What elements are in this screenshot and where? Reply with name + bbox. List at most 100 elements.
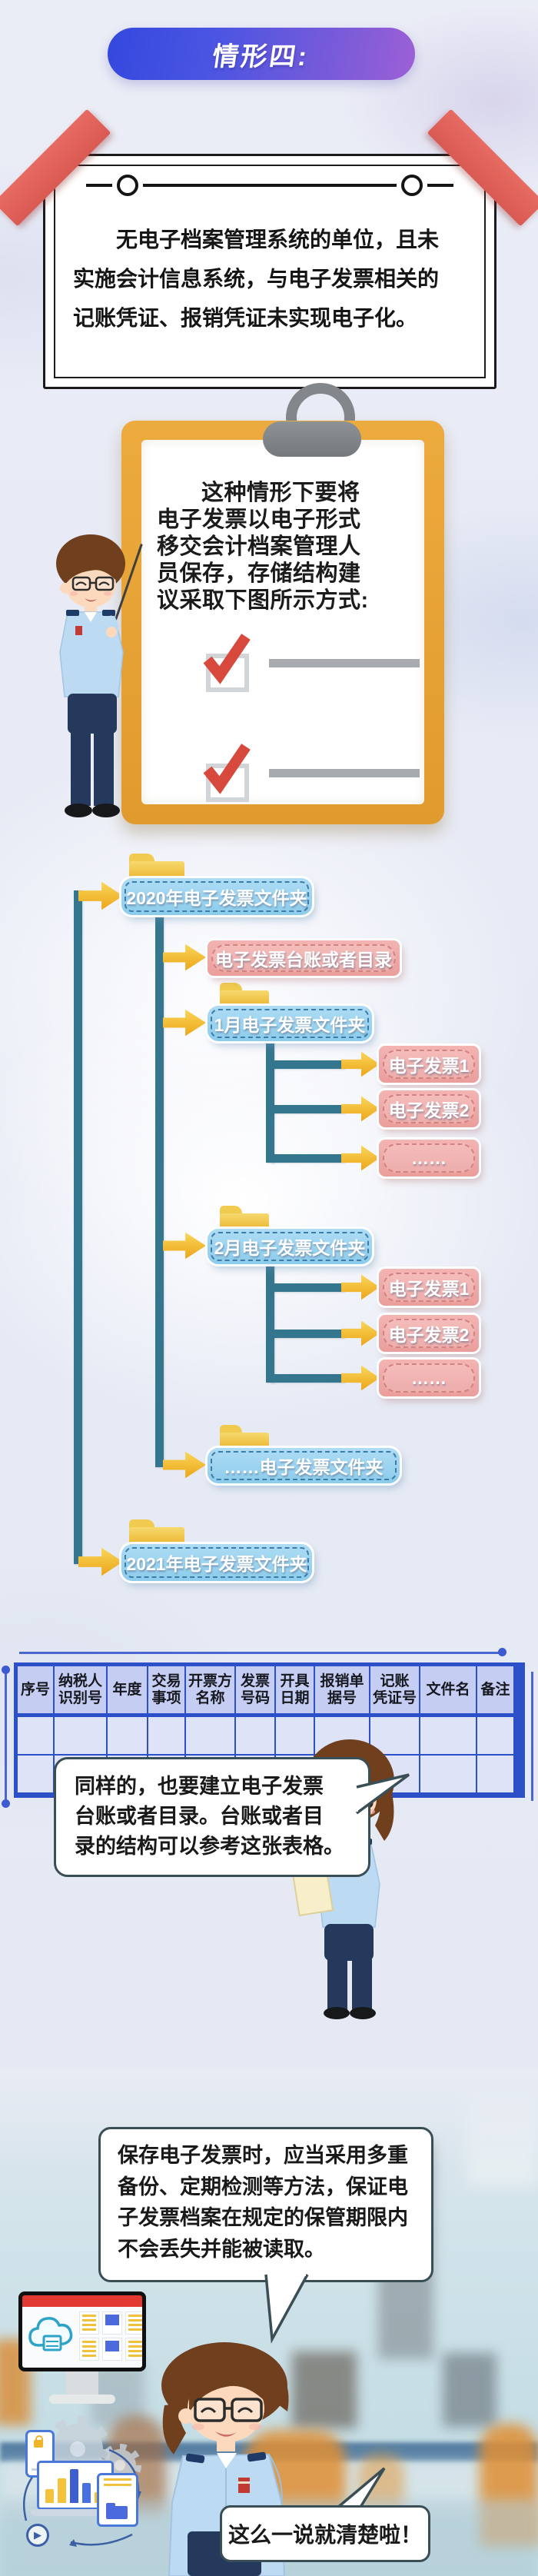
table-right-line — [531, 1672, 533, 1801]
table-header-cell: 开票方 名称 — [186, 1666, 234, 1716]
table-top-line — [19, 1652, 500, 1654]
monitor-silhouette — [443, 2353, 496, 2427]
table-empty-cell — [477, 1756, 513, 1792]
tree-line-level3a — [266, 1040, 274, 1163]
table-header-cell: 纳税人 识别号 — [55, 1666, 106, 1716]
laptop-base — [31, 2509, 120, 2516]
tree-line-level2 — [155, 914, 164, 1467]
clipboard-text: 这种情形下要将 电子发票以电子形式 移交会计档案管理人 员保存，存储结构建 议采… — [157, 481, 369, 613]
table-header-cell: 备注 — [477, 1666, 513, 1716]
clipboard-paper — [141, 440, 424, 804]
tree-connector — [271, 1374, 344, 1383]
document-tile — [102, 2311, 122, 2335]
checklist-placeholder-line — [269, 769, 420, 777]
tax-officer-pointer — [56, 534, 125, 817]
table-empty-cell — [148, 1717, 184, 1754]
table-header-cell: 年度 — [108, 1666, 147, 1716]
folder-icon — [106, 2503, 128, 2519]
table-empty-cell — [18, 1756, 53, 1792]
speech-bubble-text: 这么一说就清楚啦！ — [227, 2523, 422, 2547]
folder-icon — [220, 1425, 269, 1449]
folder-icon — [129, 854, 184, 880]
table-header-cell: 开具 日期 — [276, 1666, 314, 1716]
tree-node-invoice2: 电子发票2 — [379, 1315, 479, 1352]
tree-line-level3b — [266, 1263, 274, 1383]
speech-bubble-text: 保存电子发票时，应当采用多重 备份、定期检测等方法，保证电 子发票档案在规定的保… — [118, 2144, 408, 2261]
tree-node-invoice2: 电子发票2 — [379, 1090, 479, 1127]
document-tile — [79, 2338, 99, 2361]
cloud-archive-monitor — [18, 2291, 146, 2371]
dash-segment — [86, 184, 112, 187]
line-end-dot — [2, 1666, 10, 1674]
tree-connector — [271, 1105, 344, 1113]
circle-ornament — [117, 175, 138, 196]
card-decorative-line — [45, 175, 494, 196]
lock-icon — [34, 2435, 43, 2448]
tree-node-ledger: 电子发票台账或者目录 — [208, 940, 400, 976]
tablet-folder-icon — [97, 2473, 138, 2527]
tree-line-level1 — [74, 890, 82, 1564]
table-empty-cell — [477, 1717, 513, 1754]
table-empty-cell — [276, 1717, 314, 1754]
intro-card: 无电子档案管理系统的单位，且未 实施会计信息系统，与电子发票相关的 记账凭证、报… — [43, 154, 496, 389]
dash-segment — [427, 184, 453, 187]
table-header-cell: 发票 号码 — [236, 1666, 274, 1716]
monitor-stand — [66, 2370, 98, 2396]
tree-node-invoice1: 电子发票1 — [379, 1046, 479, 1083]
table-empty-cell — [420, 1717, 476, 1754]
document-tile — [102, 2338, 122, 2361]
play-button-icon: ▶ — [26, 2524, 49, 2547]
tree-connector — [271, 1283, 344, 1292]
speech-bubble-text: 同样的，也要建立电子发票 台账或者目录。台账或者目 录的结构可以参考这张表格。 — [75, 1775, 344, 1859]
document-tile — [79, 2311, 99, 2335]
speech-bubble-tail — [335, 2467, 386, 2510]
checklist-placeholder-line — [269, 659, 420, 667]
tree-node-feb-folder: 2月电子发票文件夹 — [208, 1229, 372, 1264]
section-badge: 情形四: — [108, 28, 415, 80]
monitor-silhouette — [292, 2351, 357, 2428]
folder-icon — [129, 1519, 184, 1546]
speech-bubble-tail — [355, 1773, 410, 1815]
speech-bubble-table-note: 同样的，也要建立电子发票 台账或者目录。台账或者目 录的结构可以参考这张表格。 — [54, 1757, 370, 1877]
tree-connector — [271, 1154, 344, 1163]
line-segment — [143, 184, 397, 187]
table-header-cell: 文件名 — [420, 1666, 476, 1716]
tree-node-more-invoices: …… — [379, 1360, 479, 1396]
table-header-cell: 交易 事项 — [148, 1666, 184, 1716]
tree-node-more-folders: ……电子发票文件夹 — [208, 1448, 400, 1483]
table-empty-cell — [186, 1717, 234, 1754]
table-empty-cell — [55, 1717, 106, 1754]
table-left-line — [5, 1672, 7, 1801]
circle-ornament — [401, 175, 423, 196]
table-header-cell: 报销单 据号 — [315, 1666, 369, 1716]
checkmark-icon — [203, 634, 251, 684]
table-empty-cell — [18, 1717, 53, 1754]
document-tile — [125, 2311, 142, 2335]
monitor-base — [49, 2395, 115, 2404]
tree-connector — [271, 1330, 344, 1338]
table-empty-cell — [236, 1717, 274, 1754]
intro-card-inner-frame — [54, 165, 486, 378]
tree-node-invoice1: 电子发票1 — [379, 1269, 479, 1306]
line-end-dot — [498, 1648, 506, 1656]
table-empty-cell — [420, 1756, 476, 1792]
folder-icon — [220, 983, 269, 1007]
table-empty-cell — [108, 1717, 147, 1754]
section-badge-label: 情形四: — [211, 42, 311, 72]
tree-node-2021-folder: 2021年电子发票文件夹 — [121, 1544, 312, 1581]
table-header-cell: 序号 — [18, 1666, 53, 1716]
clipboard-clip — [263, 421, 361, 457]
speech-bubble-tail — [264, 2273, 309, 2344]
speech-bubble-closing: 这么一说就清楚啦！ — [220, 2505, 430, 2562]
folder-icon — [220, 1206, 269, 1230]
cloud-storage-icon — [28, 2317, 73, 2351]
speech-bubble-storage-note: 保存电子发票时，应当采用多重 备份、定期检测等方法，保证电 子发票档案在规定的保… — [98, 2127, 433, 2282]
tree-connector — [271, 1060, 344, 1069]
checkmark-icon — [203, 744, 251, 794]
monitor-header-bar — [22, 2295, 142, 2307]
tree-node-2020-folder: 2020年电子发票文件夹 — [121, 878, 312, 915]
monitor-screen — [22, 2307, 142, 2368]
table-header-cell: 记账 凭证号 — [370, 1666, 419, 1716]
line-end-dot — [2, 1799, 10, 1808]
